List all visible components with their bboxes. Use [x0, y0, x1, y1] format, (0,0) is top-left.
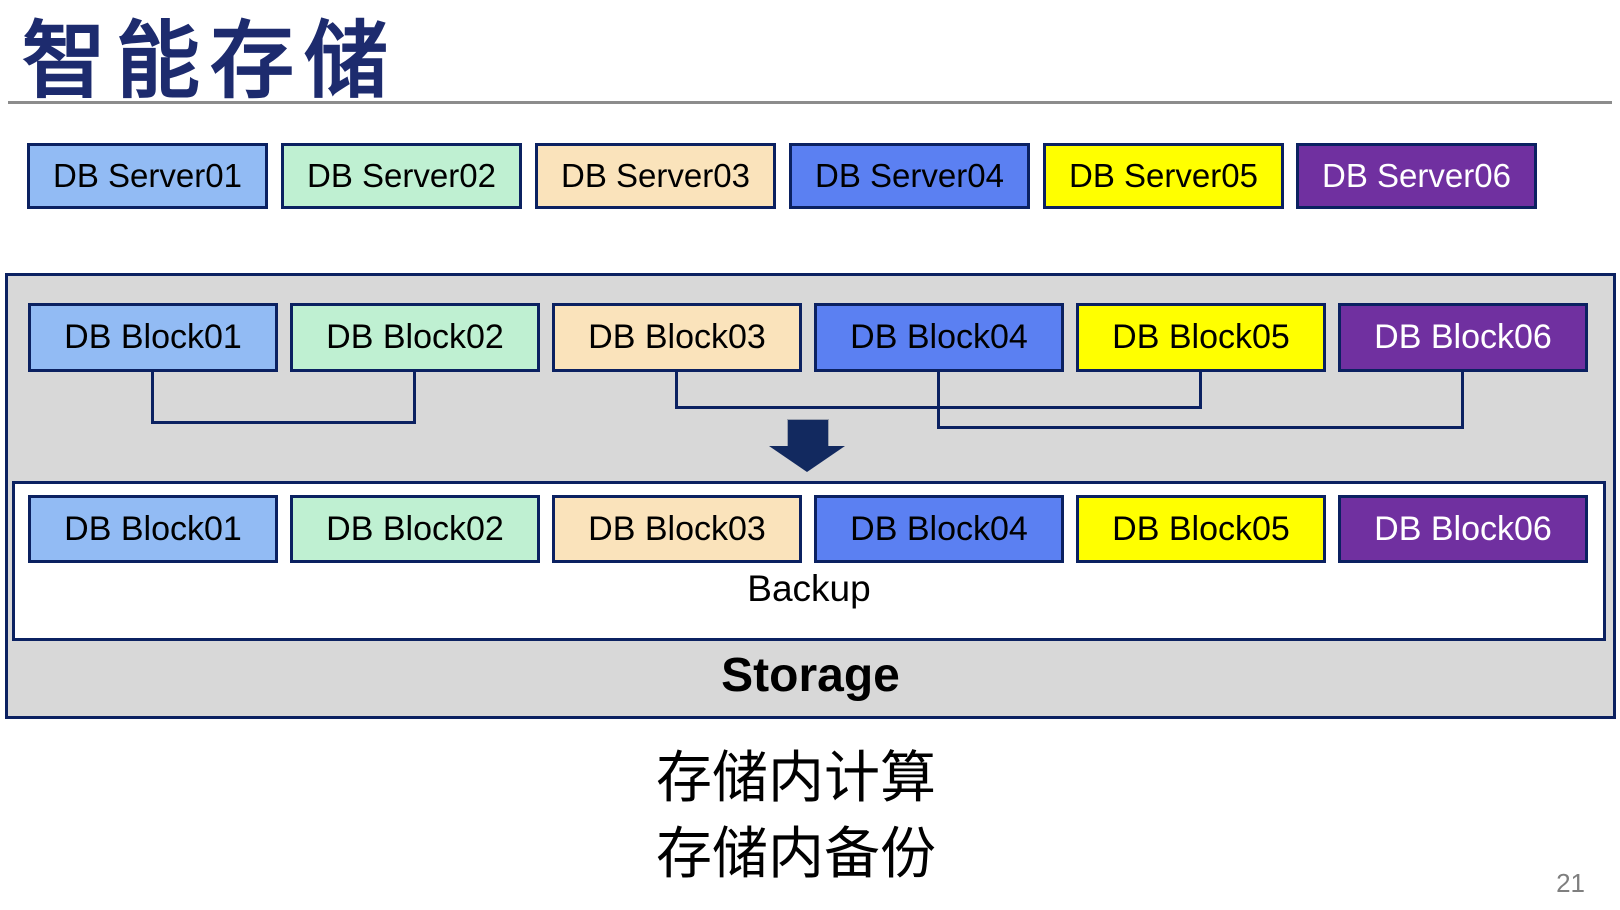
storage-label: Storage [721, 649, 900, 702]
down-arrow-head-icon [769, 446, 845, 472]
db-server-01-box: DB Server01 [27, 143, 268, 209]
db-server-02-box: DB Server02 [281, 143, 522, 209]
db-block-04-box: DB Block04 [814, 303, 1064, 372]
backup-label: Backup [747, 568, 871, 609]
db-block-06-box: DB Block06 [1338, 303, 1588, 372]
backup-db-block-03-box: DB Block03 [552, 495, 802, 563]
page-title: 智能存储 [22, 14, 399, 108]
backup-db-block-02-box: DB Block02 [290, 495, 540, 563]
caption-line-1: 存储内计算 [656, 746, 936, 809]
db-block-01-box: DB Block01 [28, 303, 278, 372]
connector-block04-block06 [937, 372, 1464, 429]
title-divider [8, 101, 1612, 104]
connector-block01-block02 [151, 372, 416, 424]
db-server-06-box: DB Server06 [1296, 143, 1537, 209]
db-block-03-box: DB Block03 [552, 303, 802, 372]
down-arrow-icon [788, 420, 828, 447]
page-number: 21 [1556, 868, 1585, 898]
db-block-02-box: DB Block02 [290, 303, 540, 372]
db-block-05-box: DB Block05 [1076, 303, 1326, 372]
db-server-03-box: DB Server03 [535, 143, 776, 209]
backup-db-block-04-box: DB Block04 [814, 495, 1064, 563]
backup-db-block-05-box: DB Block05 [1076, 495, 1326, 563]
db-server-04-box: DB Server04 [789, 143, 1030, 209]
caption-line-2: 存储内备份 [656, 822, 936, 885]
db-server-05-box: DB Server05 [1043, 143, 1284, 209]
backup-db-block-01-box: DB Block01 [28, 495, 278, 563]
backup-db-block-06-box: DB Block06 [1338, 495, 1588, 563]
caption-text: 存储内计算 存储内备份 [656, 740, 936, 892]
